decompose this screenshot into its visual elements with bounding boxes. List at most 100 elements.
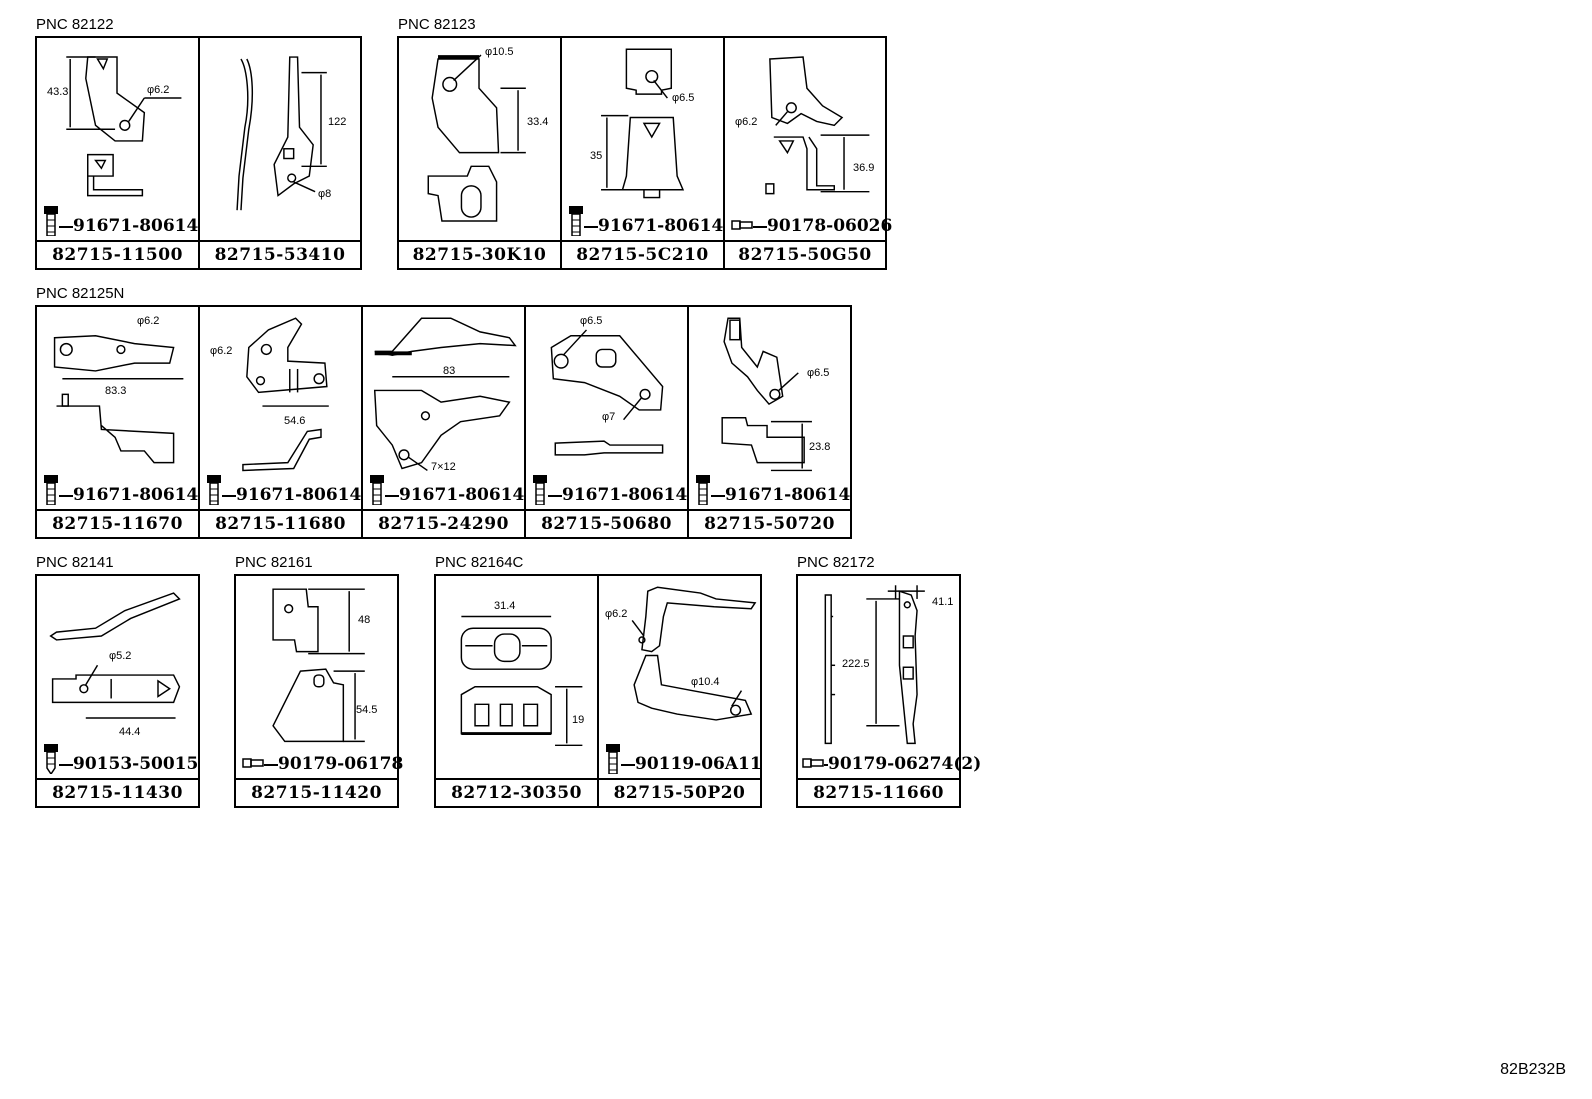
bracket-illustration (49, 592, 181, 719)
diagram-code: 82B232B (1500, 1061, 1566, 1078)
part-cell-82715-53410[interactable]: 122 φ8 82715-53410 (198, 36, 362, 270)
bolt-icon (43, 475, 59, 505)
part-number[interactable]: 82715-11670 (37, 509, 198, 537)
part-number[interactable]: 82715-30K10 (399, 240, 560, 268)
part-number[interactable]: 82715-50G50 (725, 240, 885, 268)
part-number[interactable]: 82715-24290 (363, 509, 524, 537)
dimension-label: 122 (328, 116, 347, 128)
bracket-illustration (824, 585, 925, 745)
part-cell-82715-24290[interactable]: 83 7×12 91671-80614 82715-24290 (361, 305, 526, 539)
part-number[interactable]: 82715-11500 (37, 240, 198, 268)
part-cell-82715-11680[interactable]: φ6.2 54.6 91671-80614 82715-11680 (198, 305, 363, 539)
part-cell-82712-30350[interactable]: 31.4 19 82712-30350 (434, 574, 599, 808)
fastener-callout[interactable]: 91671-80614 (369, 475, 524, 505)
dimension-label: φ6.2 (137, 315, 160, 327)
bracket-illustration (765, 56, 870, 195)
dimension-label: 31.4 (494, 600, 516, 612)
bracket-illustration (427, 54, 526, 222)
dimension-label: 36.9 (853, 162, 875, 174)
bolt-icon (43, 206, 59, 236)
bracket-illustration (721, 317, 812, 472)
dimension-label: φ6.5 (580, 315, 603, 327)
dimension-label: φ6.2 (210, 345, 233, 357)
dimension-label: 83 (443, 365, 456, 377)
dimension-label: φ6.2 (147, 84, 170, 96)
pnc-label-82164c: PNC 82164C (435, 554, 524, 571)
fastener-callout[interactable]: 90119-06A11 (605, 744, 762, 774)
pnc-label-82141: PNC 82141 (36, 554, 114, 571)
dimension-label: 222.5 (842, 658, 870, 670)
bracket-illustration (272, 588, 365, 743)
dimension-label: 23.8 (809, 441, 831, 453)
part-cell-82715-11420[interactable]: 48 54.5 90179-06178 82715-11420 (234, 574, 403, 808)
part-number[interactable]: 82715-5C210 (562, 240, 723, 268)
part-number[interactable]: 82715-53410 (200, 240, 360, 268)
bolt-icon (532, 475, 548, 505)
part-cell-82715-11430[interactable]: φ5.2 44.4 90153-50015 82715-11430 (35, 574, 200, 808)
fastener-callout[interactable]: 91671-80614 (532, 475, 688, 505)
pnc-label-82172: PNC 82172 (797, 554, 875, 571)
dimension-label: 43.3 (47, 86, 69, 98)
fastener-callout[interactable]: 91671-80614 (695, 475, 851, 505)
part-number[interactable]: 82715-50680 (526, 509, 687, 537)
screw-icon (43, 744, 59, 774)
part-number[interactable]: 82715-11660 (798, 778, 959, 806)
part-cell-82715-5c210[interactable]: φ6.5 35 91671-80614 82715-5C210 (560, 36, 725, 270)
dimension-label: φ10.4 (691, 676, 720, 688)
clip-illustration (460, 615, 583, 747)
nut-icon (242, 758, 264, 768)
fastener-number: 91671-80614 (236, 485, 362, 505)
part-number[interactable]: 82715-50P20 (599, 778, 760, 806)
fastener-number: 91671-80614 (73, 216, 199, 236)
bracket-illustration (601, 48, 685, 199)
part-number[interactable]: 82715-11420 (236, 778, 397, 806)
bolt-icon (605, 744, 621, 774)
part-cell-82715-11670[interactable]: φ6.2 83.3 91671-80614 82715-11670 (35, 305, 200, 539)
dimension-label: φ6.5 (807, 367, 830, 379)
part-cell-82715-50p20[interactable]: φ6.2 φ10.4 90119-06A11 82715-50P20 (597, 574, 762, 808)
pnc-label-82122: PNC 82122 (36, 16, 114, 33)
fastener-callout[interactable]: 90153-50015 (43, 744, 199, 774)
fastener-number: 91671-80614 (73, 485, 199, 505)
nut-icon (731, 220, 753, 230)
fastener-number: 91671-80614 (725, 485, 851, 505)
part-cell-82715-50720[interactable]: φ6.5 23.8 91671-80614 82715-50720 (687, 305, 852, 539)
dimension-label: 41.1 (932, 596, 954, 608)
fastener-callout[interactable]: 91671-80614 (206, 475, 362, 505)
part-number[interactable]: 82715-11430 (37, 778, 198, 806)
part-number[interactable]: 82715-11680 (200, 509, 361, 537)
fastener-callout[interactable]: 90178-06026 (731, 212, 892, 236)
fastener-callout[interactable]: 90179-06274(2) (802, 750, 981, 774)
fastener-number: 90179-06274(2) (828, 754, 982, 774)
fastener-callout[interactable]: 90179-06178 (242, 750, 403, 774)
pnc-label-82125n: PNC 82125N (36, 285, 125, 302)
dimension-label: 54.5 (356, 704, 378, 716)
part-number[interactable]: 82712-30350 (436, 778, 597, 806)
dimension-label: 19 (572, 714, 585, 726)
fastener-callout[interactable]: 91671-80614 (43, 206, 199, 236)
bolt-icon (695, 475, 711, 505)
part-cell-82715-11500[interactable]: 43.3 φ6.2 91671-80614 82715-11500 (35, 36, 200, 270)
dimension-label: 35 (590, 150, 603, 162)
dimension-label: φ6.2 (605, 608, 628, 620)
bolt-icon (568, 206, 584, 236)
part-cell-82715-50g50[interactable]: φ6.2 36.9 90178-06026 82715-50G50 (723, 36, 892, 270)
fastener-callout[interactable]: 91671-80614 (43, 475, 199, 505)
bracket-illustration (236, 56, 327, 211)
bolt-icon (369, 475, 385, 505)
fastener-number: 91671-80614 (562, 485, 688, 505)
fastener-number: 90178-06026 (767, 216, 893, 236)
dimension-label: φ8 (318, 188, 332, 200)
bracket-illustration (66, 56, 182, 197)
part-cell-82715-50680[interactable]: φ6.5 φ7 91671-80614 82715-50680 (524, 305, 689, 539)
bracket-illustration (631, 586, 757, 721)
fastener-number: 91671-80614 (598, 216, 724, 236)
bracket-illustration (550, 329, 664, 456)
dimension-label: φ10.5 (485, 46, 514, 58)
part-cell-82715-30k10[interactable]: φ10.5 33.4 82715-30K10 (397, 36, 562, 270)
part-cell-82715-11660[interactable]: 41.1 222.5 90179-06274(2) 82715-11660 (796, 574, 981, 808)
part-number[interactable]: 82715-50720 (689, 509, 850, 537)
fastener-callout[interactable]: 91671-80614 (568, 206, 724, 236)
dimension-label: 7×12 (431, 461, 456, 473)
fastener-number: 90153-50015 (73, 754, 199, 774)
